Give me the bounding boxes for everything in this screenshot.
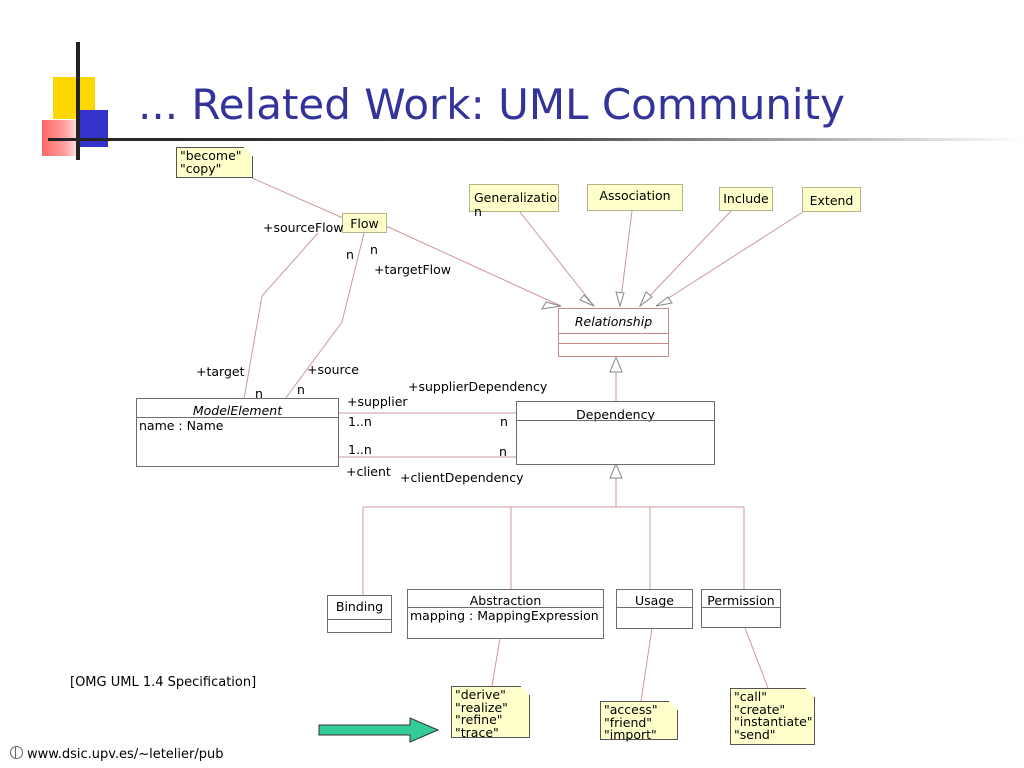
class-dependency-label: Dependency: [576, 407, 655, 422]
class-flow[interactable]: Flow: [342, 213, 387, 233]
class-generalization-label: Generalizatio n: [474, 190, 557, 219]
class-model-element-label: ModelElement: [192, 403, 283, 418]
class-include-label: Include: [723, 191, 769, 206]
flow-source-association: [284, 232, 365, 400]
role-client-dependency: +clientDependency: [400, 470, 524, 485]
include-relationship-link: [639, 209, 733, 307]
callout-arrow: [318, 717, 440, 743]
relationship-arrow-head-5: [655, 296, 673, 307]
role-target-flow: +targetFlow: [374, 262, 452, 277]
citation-label: [OMG UML 1.4 Specification]: [70, 675, 257, 690]
dependency-generalization-head: [609, 355, 623, 373]
class-binding-label: Binding: [335, 599, 384, 614]
class-extend-label: Extend: [809, 193, 854, 208]
class-permission[interactable]: Permission: [701, 589, 781, 628]
class-association[interactable]: Association: [587, 184, 683, 211]
class-binding[interactable]: Binding: [327, 595, 392, 633]
mult-flow-right: n: [370, 242, 378, 257]
note-abstraction-stereotypes: "derive" "realize" "refine" "trace": [451, 686, 530, 738]
role-source-flow: +sourceFlow: [263, 220, 344, 235]
relationship-arrow-head-4: [638, 291, 653, 308]
class-include[interactable]: Include: [719, 187, 773, 211]
mult-target: n: [255, 386, 263, 401]
role-target: +target: [196, 364, 245, 379]
footer: www.dsic.upv.es/~letelier/pub: [10, 746, 224, 762]
role-supplier: +supplier: [347, 394, 408, 409]
globe-icon: [10, 746, 23, 759]
class-association-label: Association: [599, 188, 671, 203]
mult-dep-supplier: n: [500, 414, 508, 429]
note-usage-anchor: [640, 627, 653, 702]
note-become-copy: "become" "copy": [176, 147, 253, 178]
class-model-element-attribute: name : Name: [139, 418, 224, 433]
note-usage-stereotypes: "access" "friend" "import": [600, 701, 678, 742]
association-relationship-link: [619, 210, 633, 307]
note-permission-stereotypes: "call" "create" "instantiate" "send": [730, 688, 815, 745]
relationship-arrow-head-1: [541, 301, 562, 310]
class-flow-label: Flow: [350, 216, 379, 231]
flow-target-association: [243, 232, 319, 400]
class-extend[interactable]: Extend: [802, 187, 861, 212]
class-generalization[interactable]: Generalizatio n: [469, 184, 559, 219]
subclass-generalization-head: [609, 462, 623, 479]
title-underline: [48, 138, 1024, 141]
class-permission-label: Permission: [707, 593, 775, 608]
note-abstraction-anchor: [491, 637, 501, 687]
class-relationship[interactable]: Relationship: [558, 308, 669, 357]
relationship-arrow-head-3: [615, 291, 625, 308]
note-usage-stereotypes-text: "access" "friend" "import": [604, 702, 658, 742]
mult-source: n: [297, 382, 305, 397]
note-become-anchor: [251, 177, 344, 219]
class-relationship-label: Relationship: [574, 314, 653, 329]
extend-relationship-link: [655, 209, 807, 307]
flow-relationship-link: [385, 225, 562, 307]
class-abstraction-attribute: mapping : MappingExpression: [410, 608, 599, 623]
slide-title: ... Related Work: UML Community: [138, 80, 845, 129]
note-abstraction-stereotypes-text: "derive" "realize" "refine" "trace": [455, 687, 508, 740]
class-usage[interactable]: Usage: [616, 589, 693, 629]
role-source: +source: [307, 362, 359, 377]
generalization-relationship-link: [519, 211, 595, 307]
mult-supplier: 1..n: [348, 414, 372, 429]
mult-client: 1..n: [348, 442, 372, 457]
relationship-arrow-head-2: [579, 294, 595, 307]
class-usage-label: Usage: [635, 593, 674, 608]
class-model-element[interactable]: ModelElement name : Name: [136, 398, 339, 467]
note-permission-anchor: [744, 627, 769, 689]
mult-flow-left: n: [346, 247, 354, 262]
note-permission-stereotypes-text: "call" "create" "instantiate" "send": [734, 689, 813, 742]
role-supplier-dependency: +supplierDependency: [408, 379, 548, 394]
class-dependency[interactable]: Dependency: [516, 401, 715, 465]
class-abstraction-label: Abstraction: [469, 593, 542, 608]
footer-url-link[interactable]: www.dsic.upv.es/~letelier/pub: [27, 747, 224, 762]
note-become-copy-text: "become" "copy": [180, 148, 242, 176]
mult-dep-client: n: [499, 444, 507, 459]
role-client: +client: [346, 464, 391, 479]
class-abstraction[interactable]: Abstraction mapping : MappingExpression: [407, 589, 604, 639]
logo-vertical-bar: [76, 42, 80, 160]
